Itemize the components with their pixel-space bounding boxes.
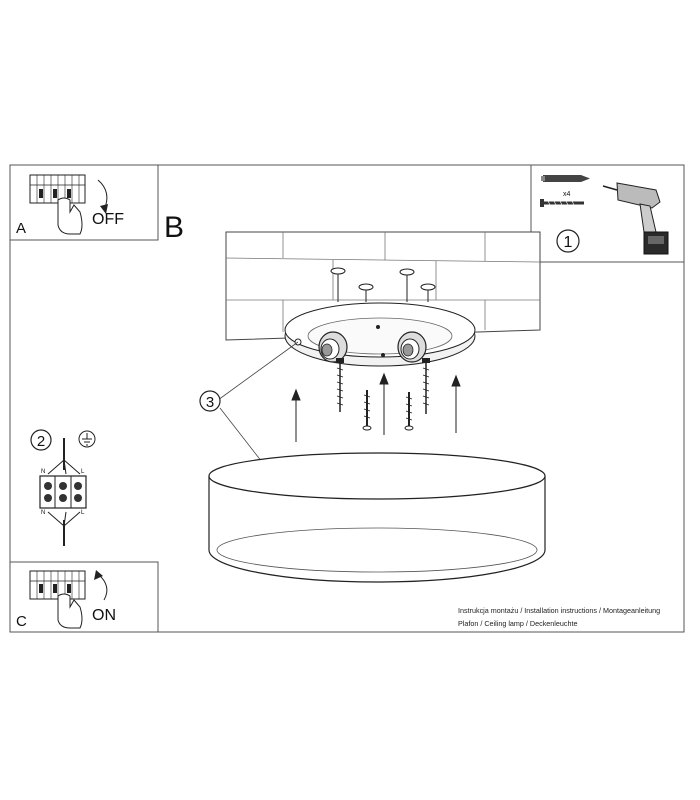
step-3-number: 3: [206, 394, 214, 411]
callout-line-plate: [217, 341, 299, 401]
mounting-plate: [284, 302, 476, 367]
outer-frame: [9, 164, 685, 633]
screw-2: [422, 358, 430, 414]
hand-icon: [57, 197, 83, 235]
caption-product: Plafon / Ceiling lamp / Deckenleuchte: [458, 619, 577, 628]
wire-label-l-top: L: [81, 469, 85, 475]
wire-label-n-bottom: N: [41, 510, 45, 516]
screw-1: [336, 358, 344, 412]
step-1-circle: [556, 229, 580, 253]
socket-right-icon: [397, 331, 427, 363]
panel-b: B: [164, 211, 546, 583]
wiring-diagram: 2 N N L L: [30, 429, 96, 546]
dowel-1: [362, 390, 372, 431]
caption-instructions: Instrukcja montażu / Installation instru…: [458, 606, 660, 615]
drill-icon: [602, 182, 669, 255]
on-label: ON: [92, 607, 116, 624]
hand-on-icon: [57, 593, 83, 629]
ground-icon: [78, 430, 96, 448]
step-2-circle: [30, 429, 52, 451]
step-3-circle: [199, 390, 221, 412]
callout-line-shade: [219, 407, 263, 463]
step-1-number: 1: [564, 234, 573, 251]
panel-a: A OFF: [9, 164, 159, 241]
step-2-number: 2: [37, 433, 45, 450]
dowel-2: [404, 392, 414, 431]
wall-plug-icon: [541, 175, 590, 182]
terminal-block-icon: [39, 475, 87, 509]
panel-a-letter: A: [16, 220, 26, 237]
screw-icon: [540, 199, 584, 207]
ceiling-block: [225, 231, 541, 341]
panel-c-frame: [9, 561, 159, 633]
lamp-shade: [208, 452, 546, 583]
panel-tools: x4 1: [530, 164, 685, 263]
anchors-count: x4: [563, 191, 571, 198]
wire-label-n-top: N: [41, 469, 45, 475]
up-arrow-icon: [291, 372, 461, 442]
ceiling-anchor-holes: [330, 267, 436, 302]
panel-b-letter: B: [164, 211, 184, 244]
wire-label-l-bottom: L: [81, 510, 85, 516]
panel-c-letter: C: [16, 613, 27, 630]
panel-c: C ON: [9, 561, 159, 633]
socket-left-icon: [318, 331, 348, 363]
off-label: OFF: [92, 211, 124, 228]
